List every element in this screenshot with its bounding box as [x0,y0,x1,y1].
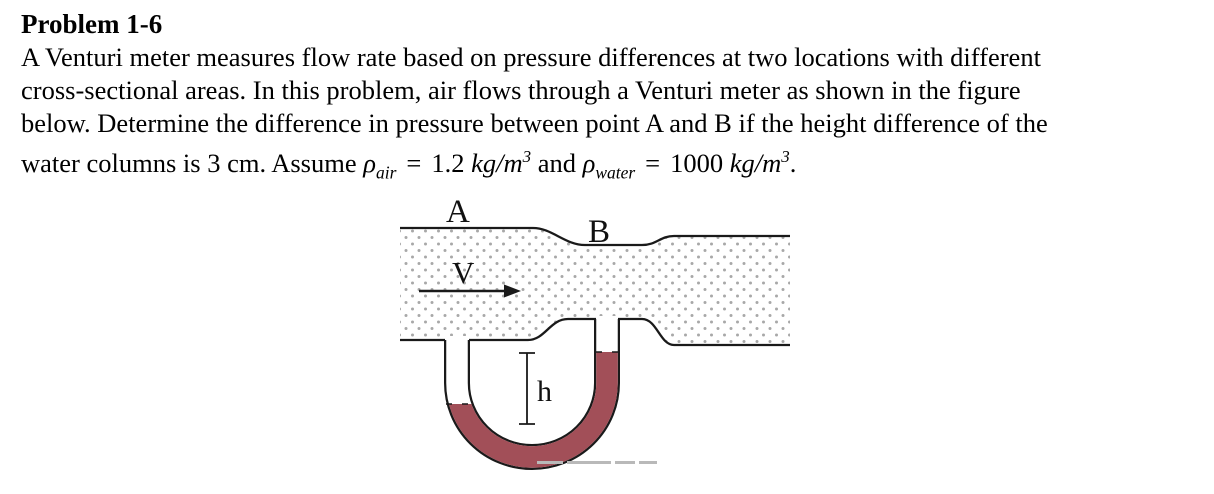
body-line-3: below. Determine the difference in press… [21,108,1048,138]
label-point-b: B [588,214,610,250]
air-unit-exponent: 3 [522,147,532,166]
equals-sign-1: = [406,147,422,178]
body-line-4: water columns is 3 cm. Assume ρair=1.2 k… [21,140,1206,189]
sentence-period: . [789,147,797,178]
air-density-unit: kg/m [471,147,523,178]
rho-air: ρair [363,147,396,182]
equals-sign-2: = [645,147,661,178]
conjunction: and [537,147,576,178]
label-h: h [537,375,552,408]
problem-title: Problem 1-6 [21,9,163,39]
meniscus-ticks [446,351,618,405]
pipe-top-edge [400,226,790,247]
flow-arrow-head [504,284,521,298]
air-density-value: 1.2 [431,147,465,178]
body-line-2: cross-sectional areas. In this problem, … [21,75,1021,105]
pipe-body [400,229,790,344]
rho-water-subscript: water [595,162,636,183]
body-line-1: A Venturi meter measures flow rate based… [21,42,1041,72]
line4-prefix: water columns is 3 cm. Assume [21,147,364,178]
label-point-a: A [446,194,470,230]
figure-watermark [537,461,657,464]
water-density-value: 1000 [670,147,724,178]
height-marker [519,352,535,425]
rho-water: ρwater [582,147,636,182]
rho-air-subscript: air [375,162,397,183]
pipe-bottom-edge [400,317,790,347]
water-density-unit: kg/m [729,147,782,178]
venturi-diagram-svg: h A B V [400,194,790,470]
rho-symbol: ρ [363,147,376,178]
label-velocity: V [452,255,475,290]
water-unit-exponent: 3 [781,147,790,166]
problem-text-block: Problem 1-6 A Venturi meter measures flo… [21,7,1206,189]
manometer-liquid [446,352,618,468]
rho-symbol-2: ρ [582,147,596,178]
venturi-figure: h A B V [398,188,796,485]
